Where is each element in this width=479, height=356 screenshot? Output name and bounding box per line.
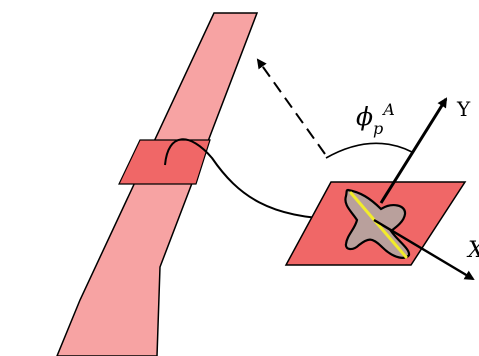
curved-connector-arrow bbox=[164, 138, 340, 224]
x-axis-label: X bbox=[466, 238, 479, 263]
reference-dashed-arrow bbox=[256, 58, 326, 155]
phi-label: ϕpA bbox=[356, 100, 395, 138]
y-axis-arrow bbox=[379, 97, 448, 204]
phi-symbol: ϕ bbox=[356, 102, 373, 131]
chord-line bbox=[349, 191, 408, 259]
angle-arc bbox=[325, 142, 413, 159]
phi-subscript: p bbox=[373, 119, 383, 138]
y-axis-label: Y bbox=[456, 97, 471, 121]
phi-superscript: A bbox=[381, 100, 395, 119]
x-axis-arrow bbox=[373, 218, 475, 281]
